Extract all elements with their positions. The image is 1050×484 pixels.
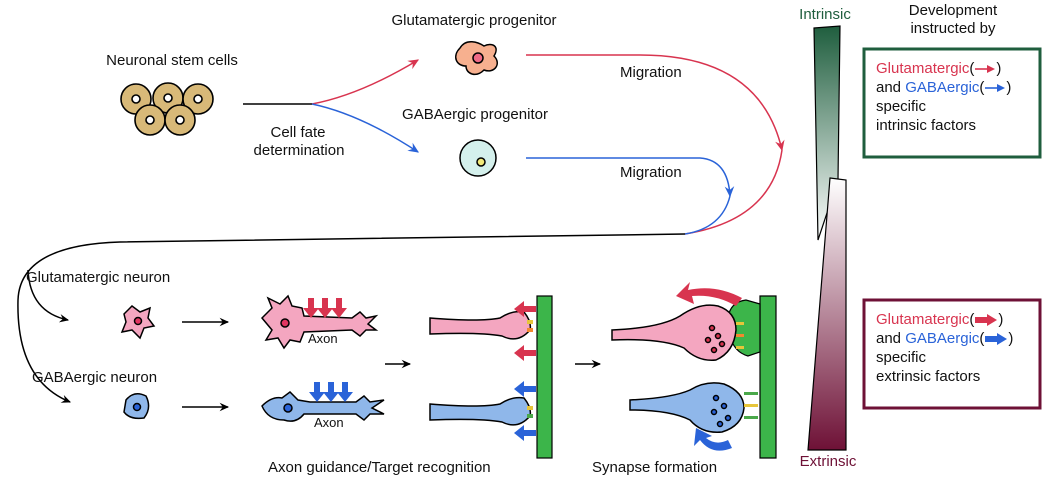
extrinsic-box-frame [862,298,1042,410]
gabaergic-word: GABAergic [905,330,980,347]
gabaergic-word: GABAergic [905,79,980,96]
intrinsic-box-line4: intrinsic factors [876,117,977,134]
gabaergic-neuron-label: GABAergic neuron [32,369,158,386]
target-signal-arrows [514,301,536,441]
cell-fate-label-line2: determination [253,142,345,159]
stem-cells-label: Neuronal stem cells [106,52,238,69]
gabaergic-growth-cone [429,396,532,426]
gabaergic-migration-label: Migration [620,164,682,181]
gabaergic-neuron-icon [123,393,150,420]
cell-fate-arrows [243,59,420,153]
development-label-line2: instructed by [910,20,996,37]
extrinsic-box-line2: and GABAergic() [876,329,1028,348]
and-word: and [876,330,902,347]
cell-fate-label-line1: Cell fate [270,124,326,141]
glutamatergic-word: Glutamatergic [876,311,970,328]
target-cell [536,295,553,459]
glutamatergic-progenitor-icon [455,41,498,76]
glutamatergic-axon-neuron [260,294,379,350]
paren-close: ) [1008,330,1014,347]
synapse-feedback-arrows [676,282,742,451]
glutamatergic-synapse-terminal [611,304,737,361]
glutamatergic-arrow-icon [975,65,996,74]
gabaergic-axon-neuron [261,391,385,422]
synapse-formation-label: Synapse formation [592,459,718,476]
paren-close: ) [998,311,1004,328]
glutamatergic-neuron-icon [120,305,156,340]
glutamatergic-word: Glutamatergic [876,60,970,77]
extrinsic-label: Extrinsic [799,453,857,470]
gabaergic-axon-label: Axon [314,415,344,430]
paren-open: ( [979,330,985,347]
intrinsic-box-line1: Glutamatergic() [876,59,1028,78]
receptor-pairs [527,320,533,418]
glutamatergic-progenitor-label: Glutamatergic progenitor [391,12,557,29]
gabaergic-progenitor-icon [459,139,497,177]
axon-guidance-label: Axon guidance/Target recognition [268,459,491,476]
progress-arrows [182,317,602,412]
gabaergic-progenitor-label: GABAergic progenitor [402,106,548,123]
postsynaptic-cell [759,295,777,459]
glutamatergic-growth-cone [429,310,532,340]
glutamatergic-axon-label: Axon [308,331,338,346]
paren-close: ) [1006,79,1012,96]
gabaergic-guidance-arrows [309,382,353,402]
synaptic-adhesion-molecules [736,322,758,419]
intrinsic-label: Intrinsic [799,6,851,23]
and-word: and [876,79,902,96]
stem-cells-icon [120,82,214,136]
intrinsic-factors-box: Glutamatergic() and GABAergic() specific… [866,51,1038,155]
paren-open: ( [969,311,975,328]
extrinsic-factors-box: Glutamatergic() and GABAergic() specific… [866,302,1038,406]
paren-open: ( [969,60,975,77]
extrinsic-gradient [807,177,847,451]
paren-close: ) [996,60,1002,77]
gabaergic-bold-arrow-icon [985,333,1008,346]
glutamatergic-guidance-arrows [303,298,347,318]
intrinsic-box-frame [862,47,1042,159]
development-label-line1: Development [908,2,998,19]
glutamatergic-migration-label: Migration [620,64,682,81]
glutamatergic-neuron-label: Glutamatergic neuron [26,269,171,286]
extrinsic-box-line3: specific [876,349,927,366]
migration-arrows [17,54,785,403]
extrinsic-box-line1: Glutamatergic() [876,310,1028,329]
intrinsic-box-line2: and GABAergic() [876,78,1028,97]
gabaergic-synapse-terminal [629,382,745,433]
intrinsic-box-line3: specific [876,98,927,115]
paren-open: ( [979,79,985,96]
glutamatergic-bold-arrow-icon [975,314,998,327]
extrinsic-box-line4: extrinsic factors [876,368,981,385]
gabaergic-arrow-icon [985,84,1006,93]
